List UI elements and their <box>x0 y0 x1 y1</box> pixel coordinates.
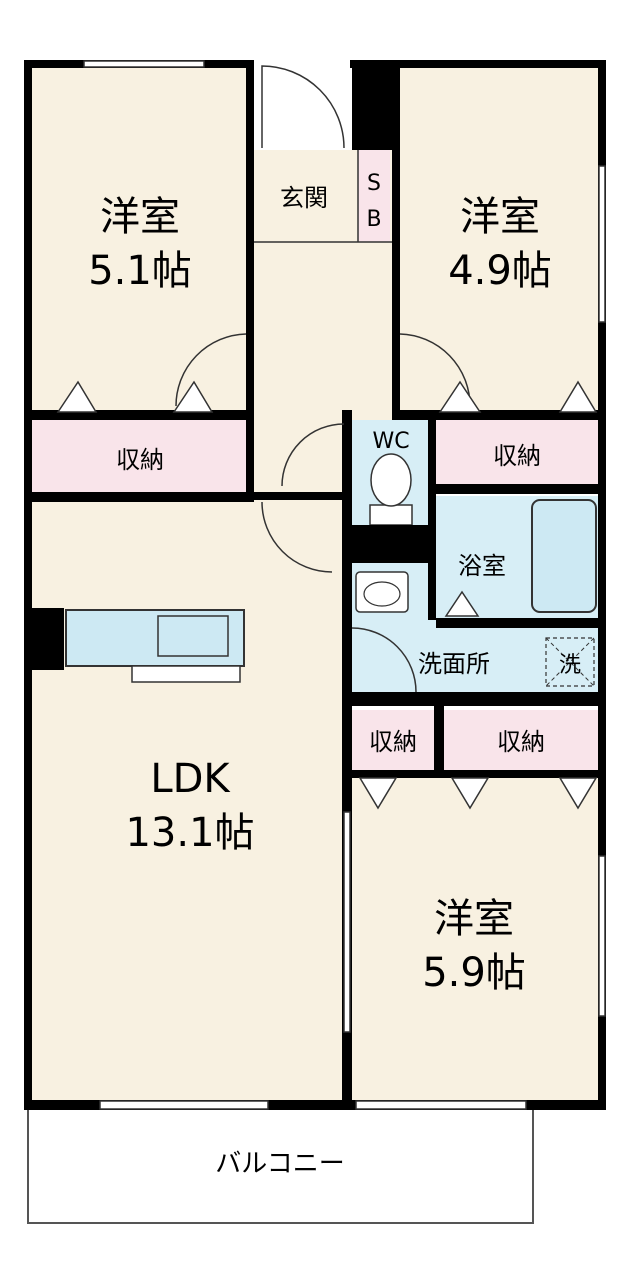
toilet-bowl <box>370 453 412 507</box>
shoe-box-label-1: S <box>367 171 381 196</box>
closet-4-floor <box>444 710 600 774</box>
closet-1-label: 収納 <box>116 446 164 474</box>
western-room-1-floor <box>30 66 248 412</box>
closet-3-floor <box>352 710 434 774</box>
kitchen-bar-counter <box>131 665 241 683</box>
room-size-western-1: 5.1帖 <box>88 248 192 294</box>
toilet-label: WC <box>372 429 409 454</box>
closet-doors <box>56 380 598 810</box>
room-name-western-3: 洋室 <box>434 896 514 942</box>
western-room-3-floor <box>352 776 600 1102</box>
room-name-ldk: LDK <box>150 756 231 802</box>
bathtub <box>531 499 597 613</box>
shoe-box-label-2: B <box>366 207 381 232</box>
washer-label: 洗 <box>559 653 581 678</box>
western-room-2-floor <box>400 66 600 412</box>
walls <box>24 60 606 1110</box>
doors <box>175 65 471 693</box>
closet-2-floor <box>434 420 600 488</box>
room-size-western-2: 4.9帖 <box>448 248 552 294</box>
washer-diagonal-1 <box>545 637 595 687</box>
closet-4-label: 収納 <box>497 728 545 756</box>
ldk-floor <box>32 500 346 1102</box>
shoe-box-floor <box>358 150 390 242</box>
room-name-western-2: 洋室 <box>460 194 540 240</box>
washroom-label: 洗面所 <box>418 650 490 678</box>
toilet-tank <box>369 504 413 526</box>
bathroom-label: 浴室 <box>458 552 506 580</box>
closet-3-label: 収納 <box>369 728 417 756</box>
washer-diagonal-2 <box>545 637 595 687</box>
balcony-area <box>27 1104 534 1224</box>
kitchen-sink <box>157 615 229 657</box>
closet-1-floor <box>32 420 246 496</box>
room-name-western-1: 洋室 <box>100 194 180 240</box>
wash-basin-bowl <box>363 581 401 607</box>
entrance-label: 玄関 <box>280 184 328 212</box>
windows <box>83 60 606 1110</box>
room-size-western-3: 5.9帖 <box>422 950 526 996</box>
balcony-label: バルコニー <box>215 1149 344 1179</box>
room-size-ldk: 13.1帖 <box>125 810 254 856</box>
closet-2-label: 収納 <box>493 442 541 470</box>
